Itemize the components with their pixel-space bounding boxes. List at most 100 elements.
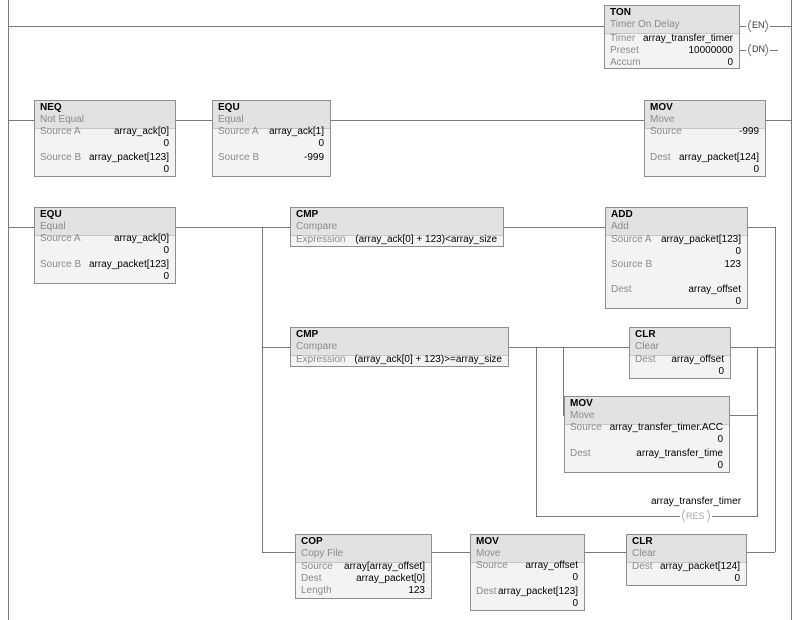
operand-source-b[interactable]: Source B 123 [611, 259, 741, 271]
mnemonic: COP [301, 536, 323, 547]
operand-source-a-value: 0 [40, 138, 169, 150]
operand-label: Source A [40, 233, 81, 244]
mnemonic: CMP [296, 209, 319, 220]
operand-value: array_ack[0] [113, 233, 169, 244]
operand-expression[interactable]: Expression (array_ack[0] + 123)>=array_si… [296, 354, 502, 366]
operand-value: -999 [303, 152, 324, 163]
operand-label: Source [476, 560, 508, 571]
operand-value: array_ack[0] [113, 126, 169, 137]
operand-source-a-value: 0 [218, 138, 324, 150]
res-coil[interactable]: RES [686, 511, 705, 521]
operand-label: Source A [611, 234, 652, 245]
operand-live-value: 0 [163, 245, 169, 256]
operand-value: (array_ack[0] + 123)>=array_size [354, 354, 502, 365]
operand-value: array_offset [671, 354, 724, 365]
operand-label: Source B [611, 259, 653, 270]
operand-source-b-value: 0 [40, 271, 169, 283]
operand-length[interactable]: Length 123 [301, 585, 425, 597]
operand-dest-value: 0 [650, 164, 759, 176]
mnemonic: NEQ [40, 102, 62, 113]
operand-source-a[interactable]: Source A array_packet[123] [611, 234, 741, 246]
operand-label: Expression [296, 354, 346, 365]
operand-value: array_ack[1] [268, 126, 324, 137]
operand-label: Source B [218, 152, 260, 163]
operand-value: array_packet[123] [88, 152, 169, 163]
description: Copy File [301, 548, 344, 559]
mnemonic: MOV [476, 536, 499, 547]
operand-live-value: 0 [717, 434, 723, 445]
operand-label: Dest [650, 152, 671, 163]
operand-label: Dest [570, 448, 591, 459]
operand-label: Dest [611, 284, 632, 295]
operand-live-value: 0 [163, 271, 169, 282]
operand-source-value: 0 [476, 572, 578, 584]
operand-dest-value: 0 [570, 460, 723, 472]
res-coil-tag[interactable]: array_transfer_timer [651, 496, 742, 507]
operand-label: Length [301, 585, 332, 596]
operand-label: Dest [476, 586, 497, 597]
operand-label: Dest [301, 573, 322, 584]
operand-source-b[interactable]: Source B array_packet[123] [40, 152, 169, 164]
operand-source[interactable]: Source-999 [650, 126, 759, 138]
description: Not Equal [40, 114, 84, 125]
description: Equal [40, 221, 66, 232]
operand-value: array_offset [688, 284, 741, 295]
operand-live-value: 0 [735, 246, 741, 257]
operand-label: Source [650, 126, 682, 137]
operand-value: 123 [724, 259, 741, 270]
operand-live-value: 0 [572, 598, 578, 609]
operand-value: array_transfer_timer.ACC [609, 422, 723, 433]
operand-live-value: 0 [753, 164, 759, 175]
mnemonic: MOV [570, 398, 593, 409]
operand-dest[interactable]: Dest array_offset [611, 284, 741, 296]
description: Move [650, 114, 675, 125]
operand-source-a[interactable]: Source A array_ack[0] [40, 233, 169, 245]
operand-value: 0 [727, 57, 733, 68]
operand-source-b[interactable]: Source B -999 [218, 152, 324, 164]
operand-value: array_packet[123] [660, 234, 741, 245]
mnemonic: EQU [40, 209, 62, 220]
operand-label: Source B [40, 152, 82, 163]
operand-expression[interactable]: Expression(array_ack[0] + 123)<array_siz… [296, 234, 497, 246]
operand-dest-value: 0 [476, 598, 578, 610]
operand-label: Timer [610, 33, 636, 44]
operand-value: 123 [408, 585, 425, 596]
operand-value: array_packet[123] [88, 259, 169, 270]
dn-coil[interactable]: DN [752, 44, 765, 54]
description: Clear [635, 341, 659, 352]
en-coil[interactable]: EN [752, 20, 765, 30]
description: Clear [632, 548, 656, 559]
operand-dest-value: 0 [611, 296, 741, 308]
description: Compare [296, 221, 338, 232]
mnemonic: MOV [650, 102, 673, 113]
